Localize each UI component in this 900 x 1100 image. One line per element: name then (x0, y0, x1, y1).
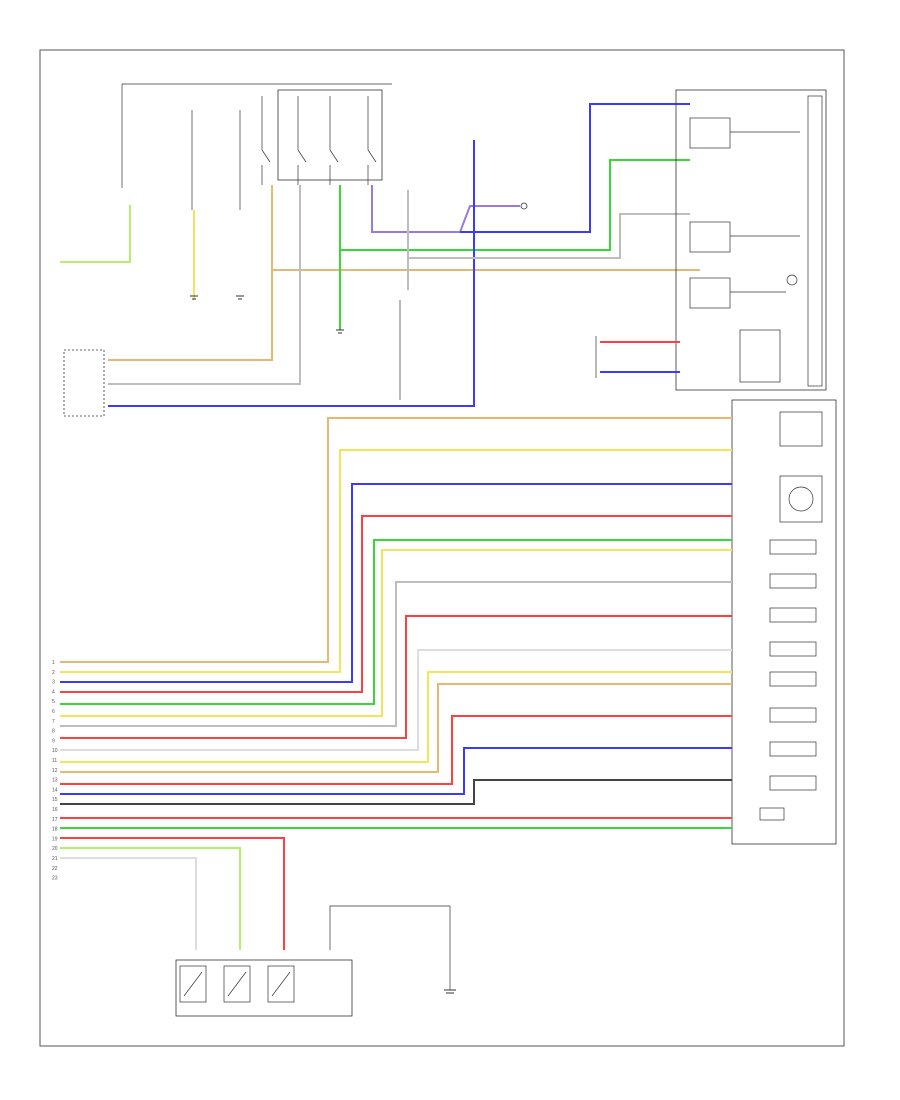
ground-symbols (190, 295, 344, 334)
pin-number: 1 (52, 660, 55, 666)
wire-orn-sensor (108, 185, 273, 361)
right-control-module-lower (731, 399, 837, 845)
pin-number: 3 (52, 680, 55, 686)
pin-number: 18 (52, 827, 58, 833)
pin-number: 14 (52, 787, 58, 793)
pin-number: 23 (52, 876, 58, 882)
bottom-loop-wire (329, 905, 451, 990)
pin-number: 19 (52, 836, 58, 842)
pin-number: 8 (52, 729, 55, 735)
module-components (759, 411, 823, 821)
sensor-box-left (63, 349, 105, 417)
pin-number: 17 (52, 817, 58, 823)
pin-number: 10 (52, 748, 58, 754)
pin-number: 5 (52, 699, 55, 705)
bottom-switches (179, 965, 295, 1003)
pin-number: 12 (52, 768, 58, 774)
pin-number: 11 (52, 758, 57, 764)
bottom-ground (444, 989, 456, 994)
wire-ltgrn-left (60, 205, 131, 263)
diagram-frame (39, 49, 845, 1047)
switch-contacts (191, 96, 377, 210)
pin-number: 2 (52, 670, 55, 676)
module-bus (807, 95, 823, 387)
wire-vio-lamp (371, 185, 520, 233)
wire-gry-upper (408, 213, 690, 259)
wire-blu-sensor (108, 140, 475, 407)
pin-number: 21 (52, 856, 58, 862)
right-control-module-top (675, 89, 827, 391)
pin-number: 22 (52, 866, 58, 872)
pin-number: 13 (52, 778, 58, 784)
pin-number: 4 (52, 689, 55, 695)
wire-blu-upper (460, 103, 690, 233)
pin-number: 16 (52, 807, 58, 813)
relay-group (689, 117, 800, 383)
lamp-symbol (520, 202, 528, 210)
harness-wires (60, 417, 732, 950)
pin-number: 6 (52, 709, 55, 715)
bottom-switch-block (175, 959, 353, 1017)
pin-number: 7 (52, 719, 55, 725)
pin-number: 9 (52, 738, 55, 744)
pin-number: 15 (52, 797, 58, 803)
wire-gry-sensor (108, 185, 301, 385)
pin-number: 20 (52, 846, 58, 852)
